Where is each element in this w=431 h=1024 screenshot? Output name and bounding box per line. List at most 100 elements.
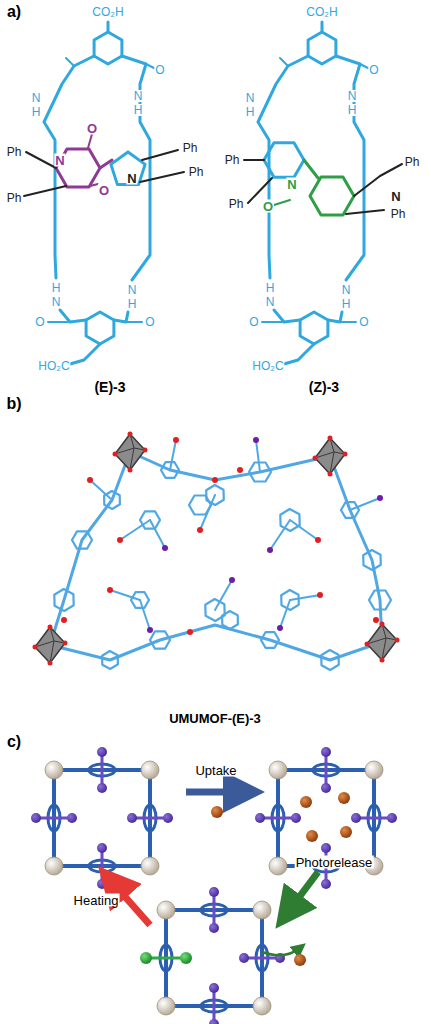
atom <box>48 625 53 630</box>
bond <box>330 438 334 474</box>
atom <box>395 638 400 643</box>
bond <box>50 627 54 663</box>
atom <box>113 452 118 457</box>
atom <box>277 625 283 631</box>
arm-ball <box>209 887 219 897</box>
bond <box>213 988 216 1024</box>
label: H <box>51 282 62 294</box>
bond <box>290 520 318 540</box>
arm-ball <box>127 813 137 823</box>
bond <box>86 312 114 344</box>
bond <box>170 440 176 470</box>
label: Ph <box>404 156 421 168</box>
release-arrow <box>262 948 300 955</box>
bond <box>90 184 98 186</box>
label: O <box>98 184 110 197</box>
bond <box>369 591 391 610</box>
arm-ball <box>209 983 219 993</box>
bond <box>26 152 56 168</box>
bond <box>48 321 70 323</box>
bond <box>360 64 368 68</box>
bond <box>88 134 92 148</box>
bond <box>280 58 288 66</box>
label: N <box>245 92 256 104</box>
arm-ball <box>387 813 397 823</box>
node-sphere <box>45 857 63 875</box>
node-sphere <box>157 997 175 1015</box>
bond <box>340 321 356 323</box>
atom <box>267 547 273 553</box>
uptake-arrow <box>186 789 244 796</box>
label: O <box>86 122 98 135</box>
atom <box>48 661 53 666</box>
bond <box>244 159 264 161</box>
bond <box>290 595 320 600</box>
metal-cluster <box>35 627 65 663</box>
bond <box>111 152 145 185</box>
label: N <box>265 296 276 308</box>
label: Ph <box>182 142 199 154</box>
arm-ball <box>239 953 249 963</box>
label: N <box>31 92 42 104</box>
arm-ball <box>321 747 331 757</box>
label: CO₂H <box>91 6 124 18</box>
bond <box>101 848 104 884</box>
node-sphere <box>141 857 159 875</box>
bond <box>215 580 232 610</box>
node-sphere <box>253 901 271 919</box>
atom <box>315 537 321 543</box>
bond <box>126 321 142 323</box>
atom <box>328 436 333 441</box>
atom <box>128 432 133 437</box>
bond <box>356 817 392 820</box>
atom <box>212 477 218 483</box>
bond <box>120 520 150 540</box>
atom <box>380 658 385 663</box>
label: O <box>34 316 45 328</box>
metal-cluster <box>315 438 345 474</box>
bond <box>308 32 336 64</box>
label: N <box>126 172 137 185</box>
atom <box>63 641 68 646</box>
guest-ball <box>300 796 312 808</box>
label: H <box>31 106 42 118</box>
atom <box>197 527 203 533</box>
label: CO₂H <box>305 6 338 18</box>
bond <box>321 650 339 670</box>
atom <box>373 617 379 623</box>
bond <box>284 344 314 364</box>
bond <box>346 210 384 214</box>
bond <box>150 520 165 548</box>
node-sphere <box>269 761 287 779</box>
bond <box>350 498 380 510</box>
bond <box>244 957 280 960</box>
bond <box>280 600 290 628</box>
arm-ball <box>291 813 301 823</box>
bond <box>222 611 238 629</box>
atom <box>143 448 148 453</box>
bond <box>270 520 290 550</box>
atom <box>33 645 38 650</box>
label: O <box>154 64 165 76</box>
label: N <box>390 190 401 203</box>
bond <box>54 589 73 611</box>
node-sphere <box>157 901 175 919</box>
atom <box>87 477 93 483</box>
atom <box>313 456 318 461</box>
bond <box>325 752 328 788</box>
switched-arm <box>140 952 152 964</box>
atom <box>61 617 67 623</box>
label: Ph <box>228 198 245 210</box>
bond <box>24 186 66 196</box>
atom <box>365 642 370 647</box>
atom <box>317 592 323 598</box>
bond <box>321 22 324 32</box>
bond <box>60 310 86 322</box>
bond <box>122 56 150 280</box>
label: H <box>133 104 144 116</box>
bond <box>367 638 397 644</box>
label: N <box>341 284 352 296</box>
atom <box>237 467 243 473</box>
label: (E)-3 <box>93 380 126 394</box>
label: b) <box>5 396 22 412</box>
